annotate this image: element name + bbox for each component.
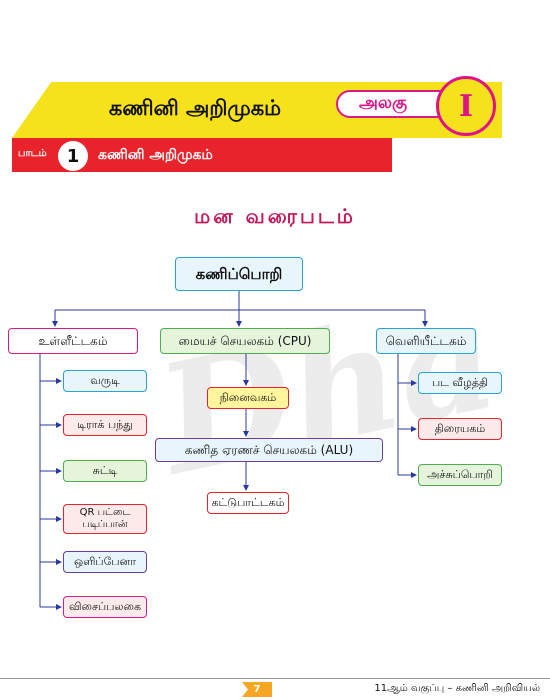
lesson-number-badge: 1 <box>58 141 88 171</box>
unit-number-badge: I <box>436 76 496 136</box>
lesson-tag: பாடம் <box>18 148 47 159</box>
node-input-keyboard: விசைப்பலகை <box>63 596 147 618</box>
node-input-scanner: வருடி <box>63 370 147 392</box>
node-control-unit: கட்டுபாட்டகம் <box>207 492 289 514</box>
footer-divider <box>0 678 550 679</box>
node-input-mouse: சுட்டி <box>63 460 147 482</box>
node-input-lightpen: ஒளிப்பேனா <box>63 551 147 573</box>
node-output-unit: வெளியீட்டகம் <box>376 328 476 354</box>
node-output-monitor: திரையகம் <box>418 418 502 440</box>
chapter-title: கணினி அறிமுகம் <box>108 96 282 120</box>
node-alu: கணித ஏரணச் செயலகம் (ALU) <box>155 438 383 462</box>
node-input-trackball: டிராக் பந்து <box>63 414 147 436</box>
node-output-printer: அச்சுப்பொறி <box>418 464 502 486</box>
node-memory: நினைவகம் <box>207 387 289 409</box>
node-computer: கணிப்பொறி <box>175 257 303 291</box>
node-input-qr-reader: QR பட்டை படிப்பான் <box>63 504 147 534</box>
mindmap-title: மன வரைபடம் <box>194 204 356 228</box>
lesson-title: கணினி அறிமுகம் <box>98 147 213 163</box>
node-cpu: மையச் செயலகம் (CPU) <box>160 328 330 354</box>
book-title: 11ஆம் வகுப்பு – கணினி அறிவியல் <box>374 683 540 694</box>
node-input-unit: உள்ளீட்டகம் <box>8 328 138 354</box>
node-output-projector: பட வீழத்தி <box>418 372 502 394</box>
page-number: 7 <box>242 682 272 697</box>
